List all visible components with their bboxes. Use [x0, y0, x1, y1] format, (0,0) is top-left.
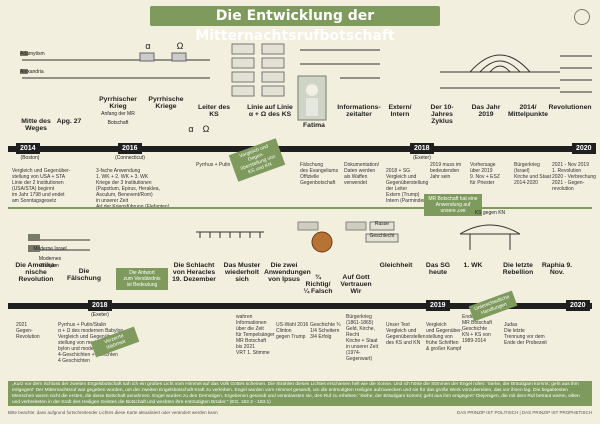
heracles-line — [196, 231, 264, 238]
node-sg-heute: Das SG heute — [425, 262, 451, 277]
alexandria-label: Alexandria — [20, 69, 44, 75]
modern-babylon-label: Modernes Babylon — [38, 256, 62, 270]
alpha-symbol: α — [145, 41, 151, 51]
node-info: Informations-zeitalter — [337, 104, 381, 119]
node-zyklus: Der 10-Jahres Zyklus — [430, 104, 454, 126]
year-2018-b-note: (Exeter) — [91, 312, 109, 318]
bullets-vertrauen: Bürgerkrieg(1861-1865)Geld, Kirche,Recht… — [346, 314, 378, 362]
node-mitte: Mitte des Weges — [21, 118, 51, 133]
grey-boxes — [297, 221, 367, 231]
geschlecht-label: Geschlecht — [369, 233, 395, 239]
arc-group — [440, 54, 560, 89]
footer: Bitte beachte: dass aufgrund fortschreit… — [8, 410, 592, 415]
node-extern: Extern/ Intern — [388, 104, 412, 119]
year-2018: 2018 — [410, 143, 434, 154]
rasse-label: Rasse — [374, 221, 390, 227]
node-mittelpunkte: 2014/ Mittelpunkte — [508, 104, 549, 119]
footer-right: DAS PRINZIP IST POLITISCH | DAS PRINZIP … — [456, 410, 592, 415]
linie-boxes — [231, 43, 285, 97]
year-2020-b: 2020 — [566, 300, 590, 311]
node-1wk: 1. WK — [463, 262, 483, 269]
node-ipsus: Die zwei Anwendungen von Ipsus — [264, 262, 311, 284]
right-list-lines — [560, 55, 592, 93]
ks-kn-label: KS gegen KN — [474, 210, 506, 216]
year-2018-b: 2018 — [88, 300, 112, 311]
year-2016-note: (Connecticut) — [115, 155, 145, 161]
node-pyrrhische-kriege: Pyrrhische Kriege — [148, 96, 184, 111]
node-rebellion: Die letzte Rebellion — [502, 262, 534, 277]
node-linie: Linie auf Linie α + Ω des KS — [247, 104, 293, 119]
bottom-row-graphics — [28, 221, 521, 253]
top-timeline — [8, 146, 592, 152]
year-2018-note: (Exeter) — [413, 155, 431, 161]
node-fatima: Fatima — [303, 122, 325, 129]
page-title: Die Entwicklung der Mitternachtsrufbotsc… — [150, 6, 440, 44]
node-apg27: Apg. 27 — [56, 118, 82, 125]
omega-symbol: Ω — [176, 41, 184, 51]
info-age-lines — [300, 49, 380, 79]
year-2016: 2016 — [118, 143, 142, 154]
alpha-symbol-2: α — [188, 124, 194, 134]
node-falschung: Die Fälschung — [67, 268, 101, 283]
quote-box: „Kurz vor dem Schluss der zweiten Engels… — [8, 381, 592, 406]
adamytism-line — [20, 51, 120, 79]
node-richtig: ¾ Richtig/ ¼ Falsch — [303, 274, 333, 296]
row-separator — [8, 207, 592, 209]
node-heracles: Die Schlacht von Heracles 19. Dezember — [172, 262, 216, 284]
top-row-graphics — [20, 43, 592, 121]
coin-image — [311, 231, 333, 253]
node-amerik-revolution: Die Amerika-nische Revolution — [15, 262, 57, 284]
node-muster: Das Muster wiederholt sich — [223, 262, 261, 284]
adamytism-label: Adamytism — [20, 51, 45, 57]
ks-kn-brace — [459, 224, 521, 250]
omega-symbol-2: Ω — [202, 124, 210, 134]
node-revolutionen: Revolutionen — [548, 104, 592, 111]
bottom-timeline — [8, 303, 592, 309]
bullets-mitte: Vergleich und Gegenüber-stellung von USA… — [12, 168, 71, 204]
rasse-pyramid — [365, 221, 399, 243]
title-bar: Die Entwicklung der Mitternachtsrufbotsc… — [0, 6, 600, 44]
pyrrhic-alpha-omega — [120, 52, 210, 79]
bullets-leiter: Pyrrhus + Putin + Stalin — [196, 162, 249, 168]
modern-israel-label: Moderne Israel — [33, 246, 67, 252]
year-2020: 2020 — [572, 143, 596, 154]
footer-left: Bitte beachte: dass aufgrund fortschreit… — [8, 410, 218, 415]
fatima-image — [297, 75, 327, 121]
year-2014: 2014 — [16, 143, 40, 154]
year-2019-b: 2019 — [426, 300, 450, 311]
logo-icon — [574, 9, 590, 25]
node-raphia: Raphia 9. Nov. — [541, 262, 573, 277]
node-2019: Das Jahr 2019 — [471, 104, 501, 119]
node-leiter: Leiter des KS — [197, 104, 231, 119]
node-vertrauen: Auf Gott Vertrauen Wir — [340, 274, 372, 296]
year-2014-note: (Boston) — [20, 155, 40, 161]
israel-babylon-lines — [28, 234, 90, 252]
node-gleichheit: Gleichheit — [379, 262, 413, 269]
